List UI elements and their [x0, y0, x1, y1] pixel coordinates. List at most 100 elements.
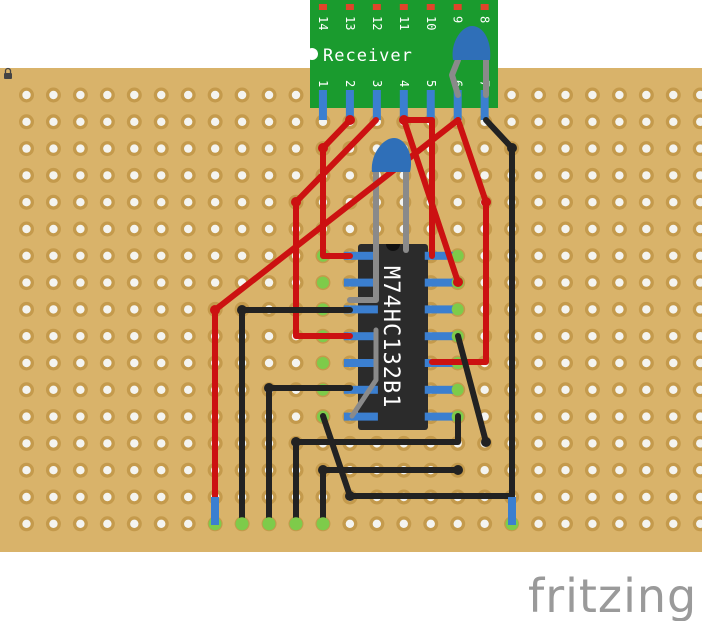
- hole: [103, 332, 112, 341]
- hole: [534, 519, 543, 528]
- wire-bend: [210, 305, 220, 315]
- ic-pin-right: [424, 251, 459, 260]
- receiver-top-pin-number: 12: [370, 16, 384, 30]
- hole: [184, 90, 193, 100]
- hole: [669, 117, 678, 127]
- receiver-pin-leg: [372, 90, 381, 120]
- hole: [130, 224, 139, 234]
- hole: [561, 412, 570, 421]
- hole: [49, 251, 58, 260]
- hole: [210, 278, 220, 287]
- hole: [76, 171, 85, 180]
- ic-pin-right: [424, 332, 459, 341]
- hole: [696, 305, 702, 314]
- hole: [184, 466, 193, 475]
- hole: [534, 224, 543, 234]
- receiver-bottom-pin-number: 2: [343, 80, 357, 87]
- wire-bend: [318, 465, 328, 475]
- receiver-top-pin-number: 10: [424, 16, 438, 30]
- ic-notch: [386, 244, 400, 251]
- hole: [157, 439, 166, 448]
- hole: [669, 90, 678, 100]
- hole: [49, 519, 58, 528]
- ic-solder-pad: [451, 383, 464, 396]
- hole: [534, 385, 543, 394]
- hole: [22, 385, 31, 394]
- hole: [237, 90, 247, 100]
- hole: [22, 332, 31, 341]
- hole: [49, 412, 58, 421]
- hole: [534, 412, 543, 421]
- hole: [669, 305, 678, 314]
- hole: [291, 90, 301, 100]
- hole: [615, 519, 624, 528]
- hole: [22, 251, 31, 260]
- receiver-top-pin-number: 11: [397, 16, 411, 30]
- hole: [157, 171, 166, 180]
- hole: [534, 144, 543, 153]
- hole: [588, 90, 597, 100]
- hole: [588, 224, 597, 234]
- hole: [426, 519, 435, 528]
- hole: [642, 171, 651, 180]
- receiver-pin-leg: [480, 90, 489, 120]
- receiver-pin-leg: [426, 90, 435, 120]
- hole: [157, 224, 166, 234]
- hole: [22, 519, 31, 528]
- receiver-led: [426, 4, 435, 10]
- ic-pin-right: [424, 412, 459, 421]
- capacitor-2: [452, 26, 491, 60]
- hole: [184, 198, 193, 207]
- hole: [49, 117, 58, 127]
- receiver-pin-leg: [345, 90, 354, 120]
- hole: [22, 412, 31, 421]
- hole: [130, 144, 139, 153]
- hole: [561, 385, 570, 394]
- hole: [588, 466, 597, 475]
- hole: [480, 385, 489, 394]
- hole: [561, 358, 570, 368]
- hole: [130, 358, 139, 368]
- hole: [157, 519, 166, 528]
- hole: [615, 251, 624, 260]
- hole: [103, 90, 112, 100]
- hole: [130, 90, 139, 100]
- hole: [210, 144, 220, 153]
- hole: [696, 251, 702, 260]
- hole: [588, 439, 597, 448]
- hole: [345, 224, 355, 234]
- hole: [642, 466, 651, 475]
- hole: [696, 224, 702, 234]
- hole: [588, 171, 597, 180]
- red-wire-1: [320, 117, 353, 259]
- hole: [264, 332, 274, 341]
- hole: [22, 90, 31, 100]
- ic-pin-left: [343, 251, 378, 260]
- hole: [696, 171, 702, 180]
- receiver-top-pin-number: 13: [343, 16, 357, 30]
- hole: [76, 439, 85, 448]
- hole: [157, 412, 166, 421]
- hole: [615, 144, 624, 153]
- hole: [669, 358, 678, 368]
- hole: [534, 305, 543, 314]
- hole: [237, 144, 247, 153]
- hole: [642, 412, 651, 421]
- hole: [642, 439, 651, 448]
- hole: [669, 466, 678, 475]
- hole: [696, 439, 702, 448]
- hole: [237, 198, 247, 207]
- hole: [615, 412, 624, 421]
- hole: [696, 466, 702, 475]
- ic-solder-pad: [451, 249, 464, 262]
- hole: [130, 117, 139, 127]
- hole: [615, 466, 624, 475]
- hole: [264, 278, 274, 287]
- hole: [210, 117, 220, 127]
- ic-label: M74HC132B1: [378, 266, 403, 408]
- hole: [669, 439, 678, 448]
- wire-bend: [291, 197, 301, 207]
- hole: [49, 198, 58, 207]
- capacitor-1-leg-left: [347, 169, 379, 303]
- hole: [22, 117, 31, 127]
